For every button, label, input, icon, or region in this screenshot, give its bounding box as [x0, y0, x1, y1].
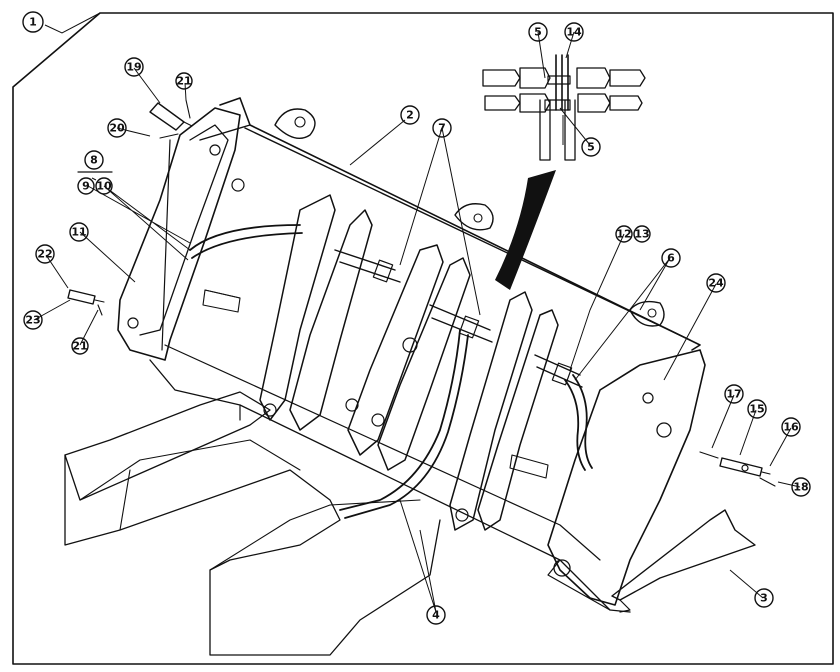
- svg-text:24: 24: [708, 277, 724, 290]
- svg-text:8: 8: [90, 154, 98, 167]
- callout-2: 2: [400, 105, 420, 125]
- callout-10: 10: [95, 177, 113, 195]
- mounting-plates: [204, 194, 559, 531]
- svg-text:7: 7: [438, 122, 446, 135]
- svg-text:2: 2: [406, 109, 414, 122]
- lift-eyes: [274, 108, 665, 327]
- callout-18: 18: [791, 477, 811, 497]
- svg-text:23: 23: [25, 314, 40, 327]
- hydraulic-hoses: [189, 224, 593, 519]
- svg-text:1: 1: [29, 16, 37, 29]
- svg-text:9: 9: [82, 180, 90, 193]
- svg-text:3: 3: [760, 592, 768, 605]
- callout-16: 16: [781, 417, 801, 437]
- callout-5-top: 5: [528, 22, 548, 42]
- callout-12: 12: [615, 225, 633, 243]
- svg-text:6: 6: [667, 252, 675, 265]
- callout-6: 6: [661, 248, 681, 268]
- right-side-plate: [547, 349, 706, 606]
- callout-11: 11: [69, 222, 89, 242]
- svg-text:13: 13: [634, 228, 649, 241]
- svg-text:10: 10: [96, 180, 112, 193]
- svg-text:15: 15: [749, 403, 764, 416]
- callout-20: 20: [107, 118, 127, 138]
- svg-text:21: 21: [72, 340, 87, 353]
- callout-17: 17: [724, 384, 744, 404]
- svg-text:18: 18: [793, 481, 808, 494]
- loose-parts: [67, 99, 776, 487]
- frame-border: [12, 12, 834, 665]
- callout-23: 23: [23, 310, 43, 330]
- svg-text:16: 16: [783, 421, 799, 434]
- callout-1: 1: [22, 11, 44, 33]
- callout-13: 13: [633, 225, 651, 243]
- svg-text:4: 4: [432, 609, 440, 622]
- callout-14: 14: [564, 22, 584, 42]
- callout-labels: 1 2 3 4 5 5 6 7 8 9 10 11 12 13 14 15 16…: [22, 11, 811, 625]
- callout-19: 19: [124, 57, 144, 77]
- callout-21-bottom: 21: [71, 337, 89, 355]
- callout-9: 9: [77, 177, 95, 195]
- callout-4: 4: [426, 605, 446, 625]
- svg-text:19: 19: [126, 61, 141, 74]
- callout-21-top: 21: [175, 72, 193, 90]
- bucket-body: [149, 97, 701, 613]
- detail-arrow: [495, 170, 556, 290]
- svg-text:5: 5: [587, 141, 595, 154]
- callout-15: 15: [747, 399, 767, 419]
- pivot-rods: [334, 249, 583, 388]
- callout-24: 24: [706, 273, 726, 293]
- callout-5-bottom: 5: [581, 137, 601, 157]
- cutting-edge: [611, 509, 756, 613]
- callout-3: 3: [754, 588, 774, 608]
- svg-text:11: 11: [71, 226, 86, 239]
- callout-7: 7: [432, 118, 452, 138]
- loader-arms: [64, 391, 441, 656]
- svg-text:22: 22: [37, 248, 52, 261]
- svg-text:20: 20: [109, 122, 125, 135]
- svg-text:21: 21: [176, 75, 191, 88]
- callout-8: 8: [84, 150, 104, 170]
- svg-text:14: 14: [566, 26, 582, 39]
- svg-text:5: 5: [534, 26, 542, 39]
- svg-text:12: 12: [616, 228, 631, 241]
- callout-22: 22: [35, 244, 55, 264]
- svg-text:17: 17: [726, 388, 741, 401]
- inset-detail: [482, 54, 646, 161]
- leader-lines: [33, 12, 801, 613]
